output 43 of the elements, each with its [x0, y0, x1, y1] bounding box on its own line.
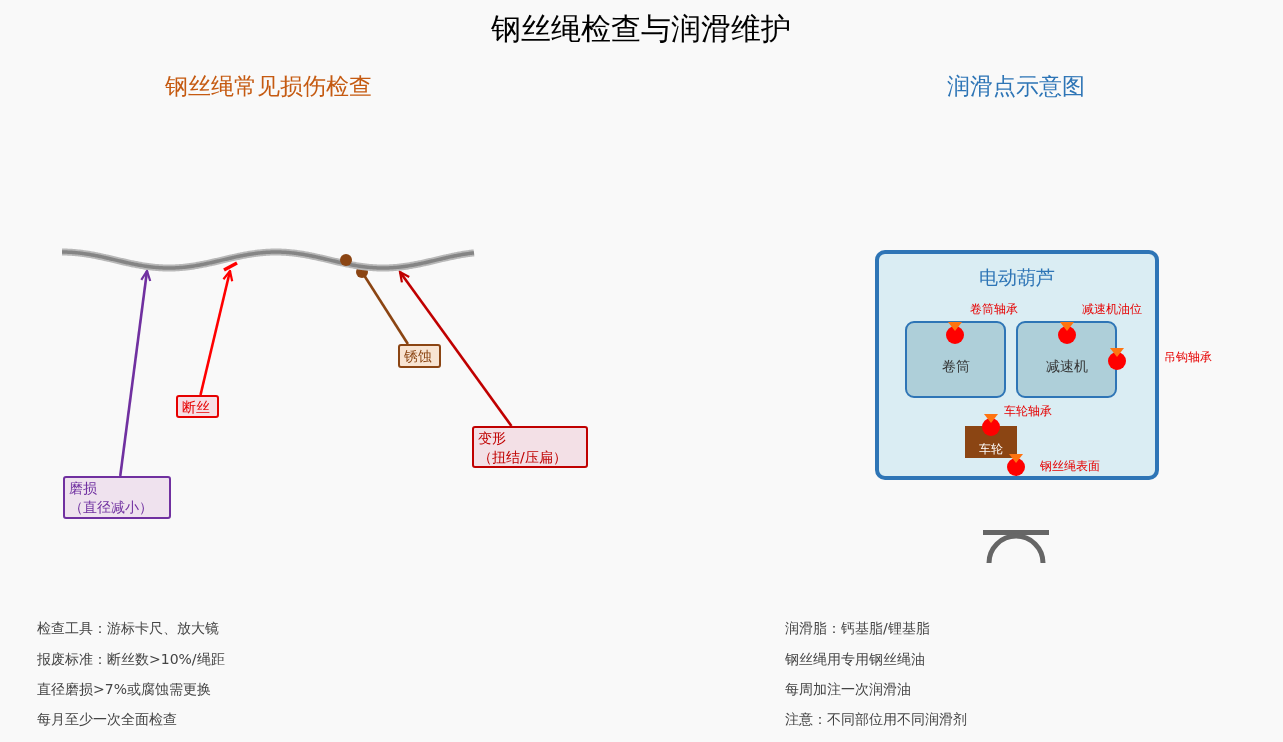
lubrication-point-icon [982, 414, 1000, 436]
note-text: 钢丝绳用专用钢丝绳油 [785, 651, 925, 669]
leader-arrow [118, 269, 152, 477]
section-heading: 润滑点示意图 [947, 72, 1085, 101]
note-text: 直径磨损>7%或腐蚀需更换 [37, 681, 211, 699]
note-text: 报废标准：断丝数>10%/绳距 [37, 651, 225, 669]
leader-arrow [199, 269, 234, 396]
lubrication-point-label: 吊钩轴承 [1164, 350, 1212, 365]
leader-arrow [398, 270, 513, 427]
leader-line [356, 266, 409, 345]
note-text: 润滑脂：钙基脂/锂基脂 [785, 620, 930, 638]
section-heading: 钢丝绳常见损伤检查 [164, 72, 372, 101]
callout-text: 断丝 [182, 398, 211, 417]
wheel-label: 车轮 [979, 442, 1003, 456]
note-text: 每月至少一次全面检查 [37, 711, 177, 729]
callout-text: 变形 [478, 429, 507, 448]
callout-text: 锈蚀 [404, 347, 433, 366]
wire-rope [62, 248, 474, 272]
lubrication-point-label: 车轮轴承 [1004, 404, 1052, 419]
callout-box [398, 344, 441, 368]
lubrication-point-icon [1058, 322, 1076, 344]
hoist-label: 电动葫芦 [979, 266, 1055, 289]
diagram-title: 钢丝绳检查与润滑维护 [491, 10, 791, 48]
note-text: 检查工具：游标卡尺、放大镜 [37, 620, 219, 638]
component-label: 减速机 [1045, 356, 1088, 375]
component-label: 卷筒 [941, 356, 970, 375]
callout-box [472, 426, 588, 468]
component-box [905, 321, 1006, 398]
lubrication-point-label: 卷筒轴承 [970, 302, 1018, 317]
component-box [1016, 321, 1117, 398]
lubrication-point-icon [1007, 454, 1025, 476]
note-text: 每周加注一次润滑油 [785, 681, 911, 699]
callout-text: 磨损 [69, 479, 98, 498]
lubrication-point-label: 减速机油位 [1082, 302, 1142, 317]
note-text: 注意：不同部位用不同润滑剂 [785, 711, 967, 729]
hoist-body-box [875, 250, 1159, 480]
lubrication-point-label: 钢丝绳表面 [1040, 459, 1100, 474]
callout-text: （扭结/压扁） [478, 448, 568, 467]
callout-box [176, 395, 219, 418]
lubrication-point-icon [946, 322, 964, 344]
lubrication-point-icon [1108, 348, 1126, 370]
callout-box [63, 476, 171, 519]
callout-text: （直径减小） [69, 498, 154, 517]
